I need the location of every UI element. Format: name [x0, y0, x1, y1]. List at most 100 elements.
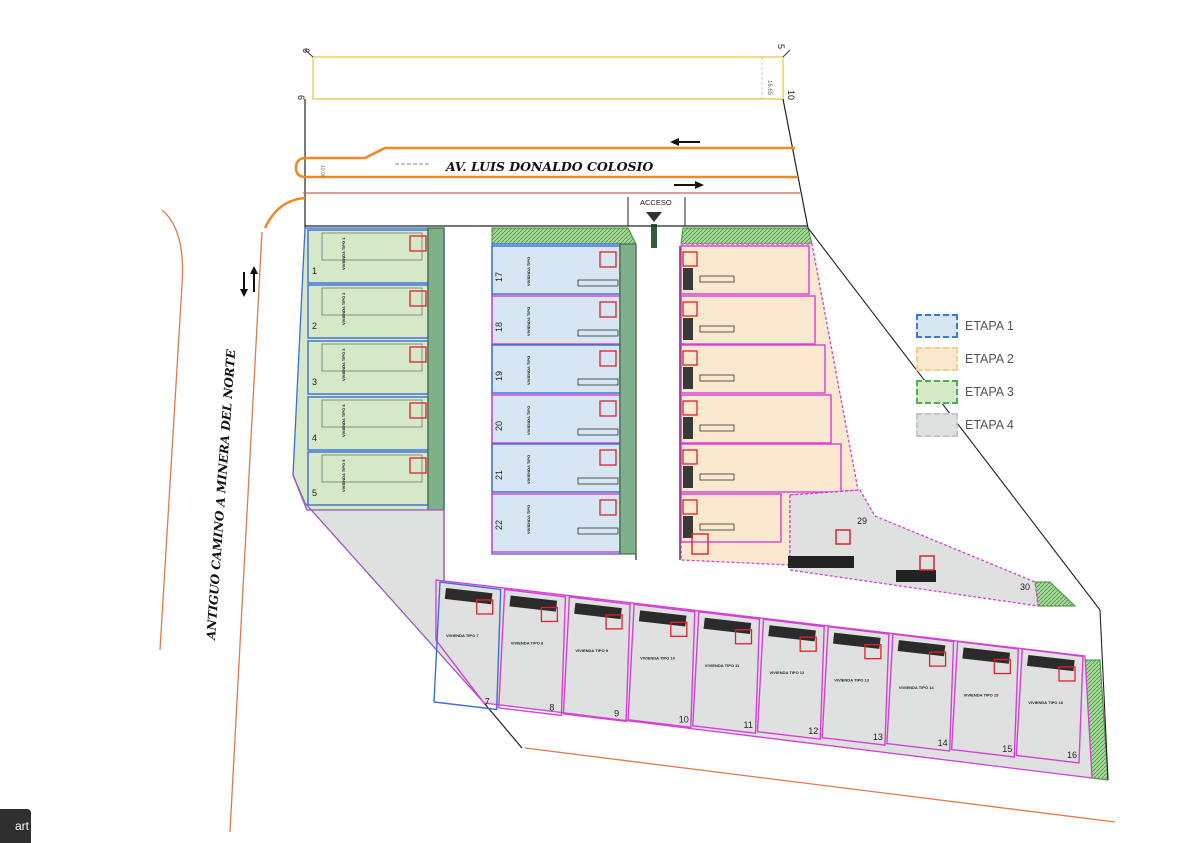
lot-number: 4 [312, 433, 317, 443]
legend-item-etapa-1: ETAPA 1 [916, 309, 1046, 342]
right-lot [680, 295, 816, 345]
lot-number: 16 [1067, 750, 1077, 760]
lot-number: 9 [614, 708, 619, 718]
center-parking-strip [619, 243, 637, 555]
gate-marker-icon [646, 212, 662, 248]
right-column-lots [680, 243, 859, 566]
lot-16: VIVIENDA TIPO 16 16 [1015, 648, 1084, 764]
legend-item-etapa-4: ETAPA 4 [916, 408, 1046, 441]
legend: ETAPA 1 ETAPA 2 ETAPA 3 ETAPA 4 [916, 309, 1046, 441]
left-parking-strip [427, 227, 445, 511]
start-button[interactable]: art [0, 809, 31, 843]
lot-30-label: 30 [1020, 582, 1030, 592]
lot-9: VIVIENDA TIPO 9 9 [562, 596, 631, 723]
lot-14: VIVIENDA TIPO 14 14 [886, 633, 955, 752]
legend-item-etapa-3: ETAPA 3 [916, 375, 1046, 408]
lot-block-text: VIVIENDA TIPO 16 [1028, 700, 1064, 705]
lot-block-text: VIVIENDA TIPO [526, 307, 531, 336]
lot-number: 18 [494, 322, 504, 332]
legend-swatch [916, 379, 958, 404]
lot-number: 21 [494, 470, 504, 480]
lot-block-text: VIVIENDA TIPO 4 [341, 404, 346, 437]
access-label: ACCESO [640, 198, 672, 207]
lot-7: VIVIENDA TIPO 7 7 [433, 581, 502, 711]
lot-block-text: VIVIENDA TIPO 3 [341, 348, 346, 381]
south-boundary [483, 702, 523, 749]
legend-swatch [916, 346, 958, 371]
east-boundary-lower [1099, 609, 1109, 781]
legend-label: ETAPA 4 [965, 417, 1014, 432]
corner-marker-right-top: 5 [776, 44, 786, 49]
lot-block-text: VIVIENDA TIPO [526, 455, 531, 484]
arrow-left-icon [670, 138, 700, 146]
lot-number: 14 [938, 738, 948, 748]
lot-block-text: VIVIENDA TIPO 15 [964, 693, 1000, 698]
two-way-arrows-icon [240, 266, 258, 297]
right-lot [680, 344, 826, 394]
bottom-road-edge [524, 747, 1116, 823]
corner-marker-right-mid: 10 [786, 90, 796, 100]
property-lines [304, 98, 809, 229]
avenue [263, 146, 798, 229]
side-road [159, 209, 263, 833]
lot-block-text: VIVIENDA TIPO 5 [341, 459, 346, 492]
lot-number: 5 [312, 488, 317, 498]
right-lot [680, 394, 832, 444]
lot-13: VIVIENDA TIPO 13 13 [821, 625, 890, 746]
legend-label: ETAPA 3 [965, 384, 1014, 399]
lot-block-text: VIVIENDA TIPO 7 [446, 633, 479, 638]
lot-number: 19 [494, 371, 504, 381]
lot-number: 13 [873, 732, 883, 742]
side-road-name: ANTIGUO CAMINO A MINERA DEL NORTE [204, 348, 238, 641]
lot-block-text: VIVIENDA TIPO [526, 356, 531, 385]
legend-swatch [916, 313, 958, 338]
lot-block-text: VIVIENDA TIPO 10 [640, 655, 676, 660]
right-wing-garages [788, 556, 936, 582]
lot-block-text: VIVIENDA TIPO [526, 505, 531, 534]
lot-number: 22 [494, 520, 504, 530]
corner-marker-left-mid: 6 [296, 95, 306, 100]
avenue-name: AV. LUIS DONALDO COLOSIO [445, 159, 653, 174]
lot-number: 8 [549, 702, 554, 712]
lot-number: 2 [312, 321, 317, 331]
lot-number: 20 [494, 421, 504, 431]
lot-number: 11 [744, 720, 753, 730]
lot-block-text: VIVIENDA TIPO 9 [575, 648, 608, 653]
legend-item-etapa-2: ETAPA 2 [916, 342, 1046, 375]
legend-label: ETAPA 2 [965, 351, 1014, 366]
lot-12: VIVIENDA TIPO 12 12 [756, 618, 825, 740]
right-wing-lots [789, 489, 1039, 607]
lot-29-label: 29 [857, 516, 867, 526]
lot-number: 17 [494, 272, 504, 282]
right-lot [680, 493, 782, 543]
lot-block-text: VIVIENDA TIPO 12 [770, 670, 806, 675]
lot-11: VIVIENDA TIPO 11 11 [692, 610, 761, 734]
legend-swatch [916, 412, 958, 437]
avenue-width-label: 10.00 [319, 165, 325, 178]
lot-block-text: VIVIENDA TIPO 2 [341, 292, 346, 325]
lot-number: 15 [1002, 744, 1012, 754]
corner-marker-left-top: 6 [301, 48, 311, 53]
yellow-strip [304, 49, 791, 101]
lot-number: 7 [485, 696, 490, 706]
arrow-right-icon [674, 181, 704, 189]
lot-block-text: VIVIENDA TIPO 11 [705, 663, 740, 668]
lot-number: 1 [312, 266, 317, 276]
lot-8: VIVIENDA TIPO 8 8 [497, 588, 567, 717]
right-wing-garage-outlines [835, 529, 935, 571]
lot-15: VIVIENDA TIPO 15 15 [950, 640, 1020, 758]
lot-block-text: VIVIENDA TIPO 8 [511, 640, 544, 645]
right-lot [680, 443, 842, 493]
lot-block-text: VIVIENDA TIPO 13 [834, 678, 870, 683]
lot-number: 3 [312, 377, 317, 387]
lot-block-text: VIVIENDA TIPO 14 [899, 685, 935, 690]
dimension-top-label: 16.65 [766, 80, 772, 96]
lot-block-text: VIVIENDA TIPO [526, 406, 531, 435]
lot-number: 12 [808, 726, 818, 736]
right-lot-rows [680, 245, 842, 555]
legend-label: ETAPA 1 [965, 318, 1014, 333]
